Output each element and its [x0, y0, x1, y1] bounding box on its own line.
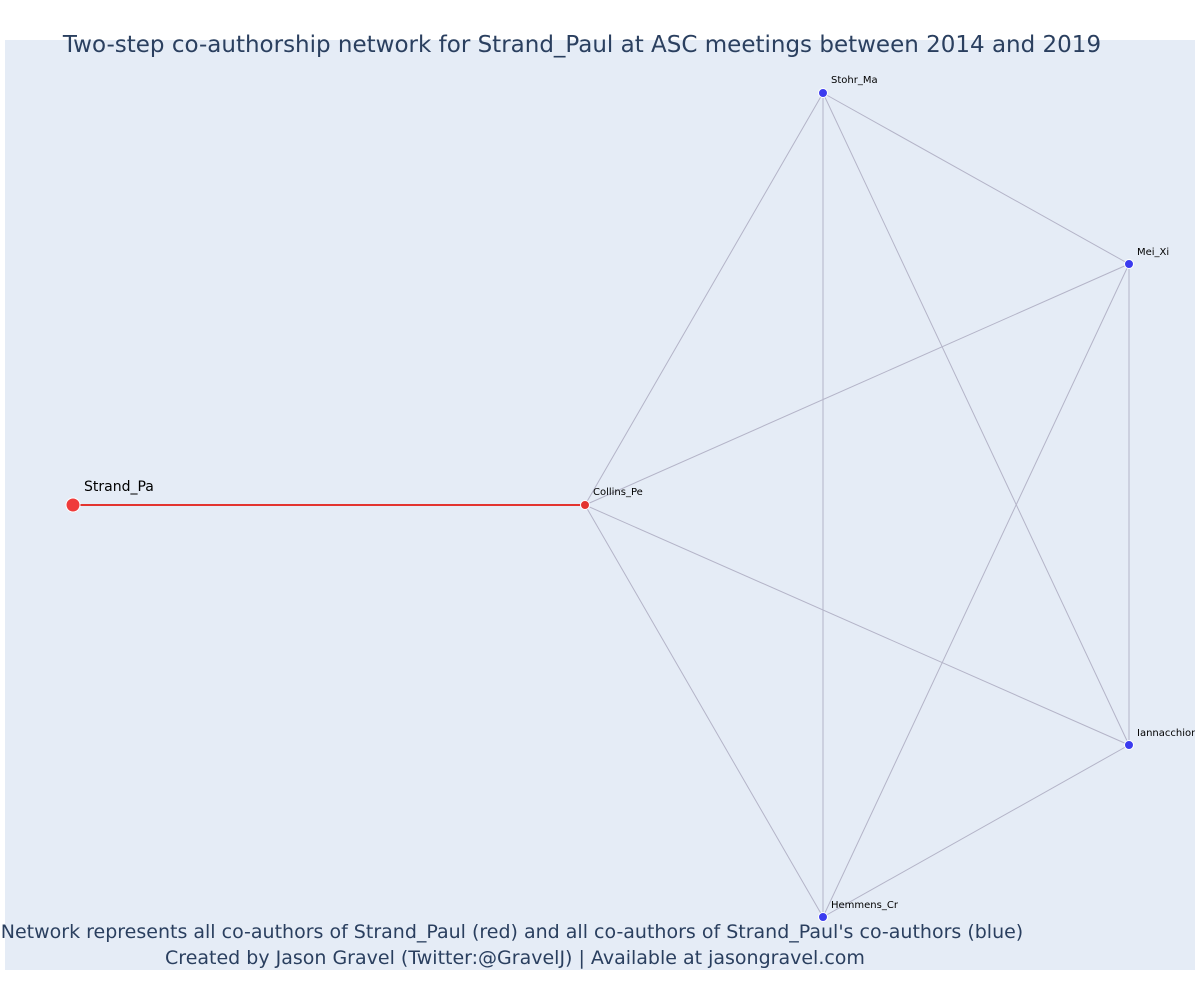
node-collins_pe[interactable]	[580, 500, 590, 510]
edge-stohr_ma-mei_xi	[822, 92, 1130, 265]
edge-collins_pe-mei_xi	[584, 263, 1130, 506]
node-label-mei_xi: Mei_Xi	[1137, 247, 1169, 258]
node-label-strand_pa: Strand_Pa	[84, 479, 154, 495]
node-label-collins_pe: Collins_Pe	[593, 487, 643, 498]
nodes-layer	[65, 88, 1134, 922]
node-label-hemmens_cr: Hemmens_Cr	[831, 900, 899, 911]
edge-iannacchione-hemmens_cr	[822, 744, 1130, 918]
node-iannacchione[interactable]	[1124, 740, 1134, 750]
edge-collins_pe-hemmens_cr	[584, 504, 824, 918]
node-label-iannacchione: Iannacchione	[1137, 728, 1200, 739]
caption-line-1: Network represents all co-authors of Str…	[1, 921, 1023, 943]
node-stohr_ma[interactable]	[818, 88, 828, 98]
edge-mei_xi-hemmens_cr	[822, 263, 1130, 918]
chart-title: Two-step co-authorship network for Stran…	[62, 32, 1101, 58]
edges-layer	[73, 92, 1130, 918]
edge-stohr_ma-iannacchione	[822, 92, 1130, 746]
node-hemmens_cr[interactable]	[818, 912, 828, 922]
edge-collins_pe-iannacchione	[584, 504, 1130, 746]
node-strand_pa[interactable]	[65, 497, 81, 513]
node-label-stohr_ma: Stohr_Ma	[831, 75, 878, 86]
edge-collins_pe-stohr_ma	[584, 92, 824, 506]
node-mei_xi[interactable]	[1124, 259, 1134, 269]
caption-line-2: Created by Jason Gravel (Twitter:@Gravel…	[165, 947, 865, 969]
